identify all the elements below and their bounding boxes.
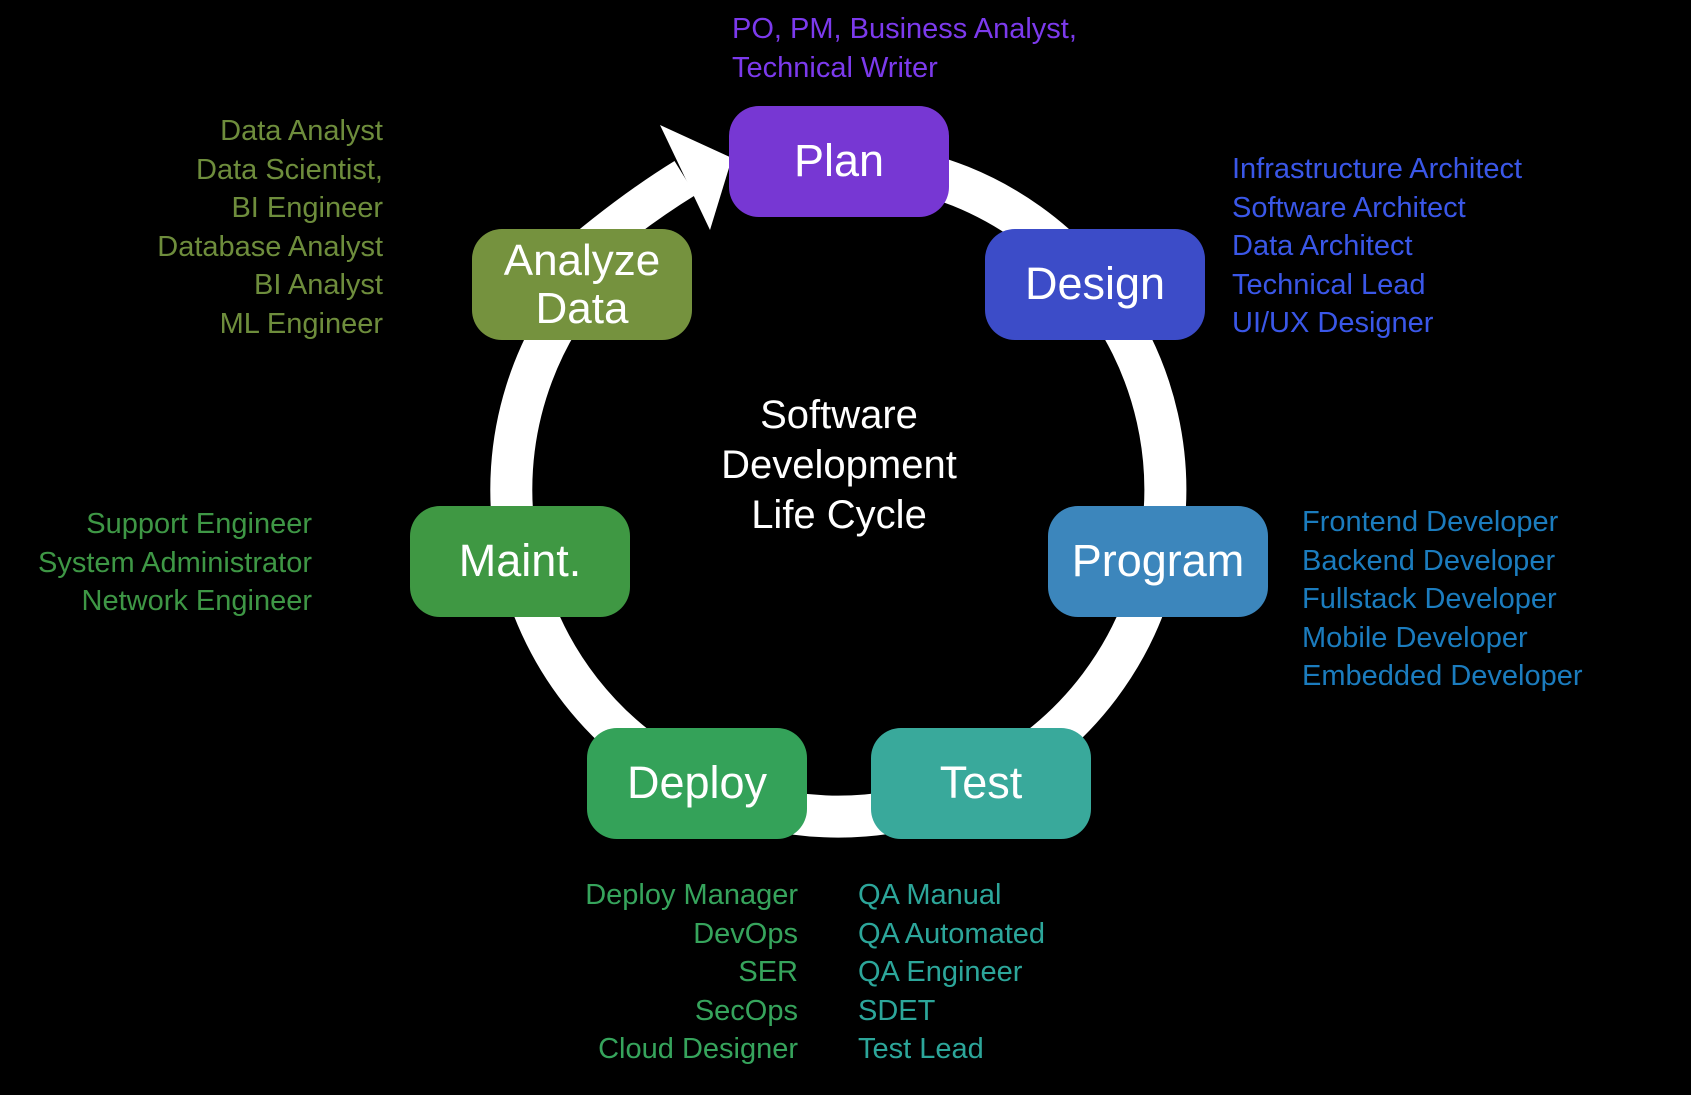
diagram-title: Software Development Life Cycle — [639, 390, 1039, 540]
role-item: Deploy Manager — [585, 879, 798, 911]
stage-label-analyze-data: Analyze Data — [503, 235, 661, 333]
role-item: SDET — [858, 994, 936, 1027]
plan-roles-list: PO, PM, Business Analyst, Technical Writ… — [732, 10, 1077, 87]
stage-box-design: Design — [985, 229, 1205, 340]
role-item: PO, PM, Business Analyst, — [732, 13, 1077, 45]
role-item: System Administrator — [38, 546, 312, 579]
role-item: ML Engineer — [219, 307, 383, 340]
stage-label-design: Design — [1024, 258, 1166, 310]
role-item: Technical Lead — [1232, 268, 1426, 301]
role-item: Data Architect — [1232, 230, 1413, 262]
role-item: Fullstack Developer — [1302, 583, 1557, 615]
role-item: Cloud Designer — [598, 1033, 798, 1065]
stage-label-test: Test — [939, 757, 1023, 809]
role-item: Database Analyst — [157, 230, 383, 263]
stage-box-analyze-data: Analyze Data — [472, 229, 692, 340]
role-item: Technical Writer — [732, 51, 938, 84]
program-roles-list: Frontend Developer Backend Developer Ful… — [1302, 503, 1583, 696]
stage-box-test: Test — [871, 728, 1091, 839]
diagram-title-line: Software — [760, 393, 918, 437]
role-item: Backend Developer — [1302, 544, 1556, 577]
stage-box-program: Program — [1048, 506, 1268, 617]
role-item: Test Lead — [858, 1033, 984, 1065]
stage-box-plan: Plan — [729, 106, 949, 217]
role-item: Mobile Developer — [1302, 621, 1528, 654]
role-item: QA Automated — [858, 917, 1046, 950]
role-item: BI Engineer — [231, 192, 383, 224]
role-item: Data Analyst — [220, 115, 383, 147]
diagram-title-line: Life Cycle — [751, 493, 927, 537]
role-item: SER — [738, 956, 798, 988]
role-item: SecOps — [694, 994, 798, 1027]
role-item: BI Analyst — [254, 269, 383, 301]
design-roles-list: Infrastructure Architect Software Archit… — [1232, 150, 1522, 343]
role-item: QA Engineer — [858, 956, 1023, 988]
role-item: DevOps — [693, 917, 798, 950]
stage-label-deploy: Deploy — [626, 757, 768, 809]
stage-label-maint: Maint. — [458, 535, 582, 587]
role-item: UI/UX Designer — [1232, 307, 1434, 339]
role-item: Network Engineer — [81, 585, 313, 617]
stage-box-deploy: Deploy — [587, 728, 807, 839]
role-item: Support Engineer — [86, 508, 312, 540]
role-item: QA Manual — [858, 879, 1002, 911]
role-item: Infrastructure Architect — [1232, 153, 1523, 185]
analyze-data-roles-list: Data Analyst Data Scientist, BI Engineer… — [43, 112, 383, 343]
diagram-title-line: Development — [721, 443, 957, 487]
role-item: Frontend Developer — [1302, 506, 1559, 538]
maint-roles-list: Support Engineer System Administrator Ne… — [0, 505, 312, 621]
deploy-roles-list: Deploy Manager DevOps SER SecOps Cloud D… — [438, 876, 798, 1069]
role-item: Software Architect — [1232, 191, 1466, 224]
test-roles-list: QA Manual QA Automated QA Engineer SDET … — [858, 876, 1045, 1069]
stage-label-plan: Plan — [793, 135, 885, 187]
stage-label-program: Program — [1071, 535, 1245, 587]
role-item: Embedded Developer — [1302, 660, 1583, 692]
role-item: Data Scientist, — [196, 153, 383, 186]
stage-box-maint: Maint. — [410, 506, 630, 617]
cycle-arrowhead-icon — [660, 125, 732, 230]
